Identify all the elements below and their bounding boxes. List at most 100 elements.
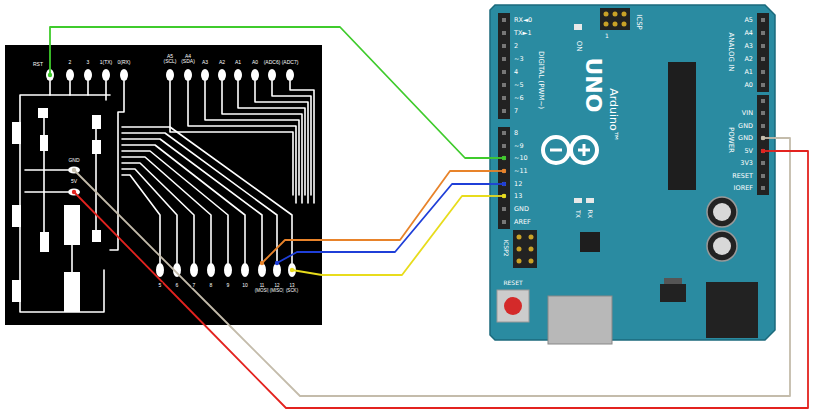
- pin-label: GND: [514, 206, 529, 213]
- connecting-wire: [229, 138, 790, 396]
- wire-end: [49, 45, 51, 75]
- pin-label: AREF: [514, 219, 531, 226]
- pcb-pad: [120, 69, 128, 81]
- pcb-board: RST231(TX)0(RX)A5 (SCL)A4 (SDA)A3A2A1A0(…: [5, 45, 322, 325]
- arduino-logo: [583, 144, 586, 156]
- pin-label: A4: [744, 30, 753, 37]
- pcb-part: [92, 140, 101, 154]
- pcb-drawing: [5, 45, 322, 325]
- wire-contact: [502, 169, 506, 173]
- led: [586, 198, 594, 203]
- header-pin: [502, 44, 506, 48]
- pin-label: 8: [209, 283, 214, 288]
- wire-contact: [761, 149, 765, 153]
- board-model: UNO: [582, 58, 604, 113]
- pcb-pad: [201, 69, 209, 81]
- pcb-part: [12, 122, 21, 144]
- arduino-logo: [550, 149, 562, 152]
- voltage-regulator: [660, 284, 686, 302]
- pin-label: A4 (SDA): [179, 54, 198, 65]
- arduino-drawing: [490, 5, 775, 344]
- icsp-header: [529, 235, 534, 240]
- pin-label: A0: [251, 60, 259, 65]
- pcb-part: [40, 232, 49, 252]
- reset-button: [504, 297, 522, 315]
- pin-label: A5 (SCL): [161, 54, 180, 65]
- header-pin: [761, 99, 765, 103]
- pcb-part: [12, 205, 21, 227]
- pin-label: A1: [234, 60, 242, 65]
- icsp-header: [513, 230, 537, 268]
- icsp-header: [613, 22, 618, 27]
- pin-label: 10: [241, 283, 249, 288]
- header-pin: [502, 207, 506, 211]
- pin-label: 3V3: [740, 160, 753, 167]
- header-pin: [502, 83, 506, 87]
- pcb-part: [64, 272, 80, 312]
- pin-label: ~6: [514, 95, 524, 102]
- pcb-pad: [224, 263, 232, 277]
- brand-name: Arduino™: [608, 88, 619, 142]
- pcb-part: [12, 280, 21, 302]
- wire-end: [74, 192, 205, 325]
- header-pin: [502, 18, 506, 22]
- pcb-pad: [251, 69, 259, 81]
- pin-label: 2: [514, 43, 518, 50]
- pcb-pad: [184, 69, 192, 81]
- pin-label: GND: [738, 123, 753, 130]
- pcb-pad: [190, 263, 198, 277]
- header-pin: [761, 18, 765, 22]
- pcb-pad: [234, 69, 242, 81]
- icsp-header: [517, 235, 522, 240]
- capacitor: [707, 197, 737, 227]
- header-pin: [761, 57, 765, 61]
- icsp-header: [622, 22, 627, 27]
- icsp-header: [604, 12, 609, 17]
- pin-label: RX◄0: [514, 17, 532, 24]
- pcb-trace: [25, 118, 96, 272]
- header-pin: [502, 70, 506, 74]
- pcb-trace: [20, 95, 110, 312]
- pin-label: VIN: [742, 110, 753, 117]
- pin-label: 8: [514, 130, 518, 137]
- pin-label: A3: [744, 43, 753, 50]
- pin-label: A0: [744, 82, 753, 89]
- pin-label: 5V: [744, 148, 753, 155]
- wire-contact: [502, 156, 506, 160]
- header-pin: [502, 57, 506, 61]
- pin-label: 6: [175, 283, 180, 288]
- pcb-trace: [50, 81, 124, 250]
- led-label: ON: [575, 41, 582, 52]
- pin-header: [498, 13, 769, 229]
- pcb-pad: [241, 263, 249, 277]
- header-pin: [761, 149, 765, 153]
- pin-label: ~11: [514, 168, 528, 175]
- header-pin: [761, 83, 765, 87]
- icsp-header: [529, 259, 534, 264]
- pcb-part: [92, 230, 101, 242]
- pin-label: 7: [514, 108, 518, 115]
- pin-label: A3: [201, 60, 209, 65]
- pin-label: 5V: [70, 179, 78, 184]
- capacitor: [713, 203, 731, 221]
- pin-label: ~3: [514, 56, 524, 63]
- header-pin: [502, 169, 506, 173]
- pcb-pad: [68, 167, 80, 174]
- wire-end: [262, 240, 322, 263]
- pcb-pad: [268, 69, 276, 81]
- wire-contact: [502, 194, 506, 198]
- connecting-wire: [50, 27, 490, 158]
- pcb-part: [40, 135, 48, 151]
- wire-contact: [761, 136, 765, 140]
- pin-label: GND: [67, 158, 80, 163]
- pin-label: 13 (SCK): [284, 284, 301, 293]
- header-pin: [502, 109, 506, 113]
- pcb-pad: [84, 69, 92, 81]
- pin-header: [498, 13, 510, 119]
- pin-label: 9: [226, 283, 231, 288]
- pcb-pad: [156, 263, 164, 277]
- led-label: RX: [587, 210, 593, 218]
- wire-contact: [72, 190, 76, 194]
- wire-end: [277, 252, 322, 263]
- pcb-pad: [66, 69, 74, 81]
